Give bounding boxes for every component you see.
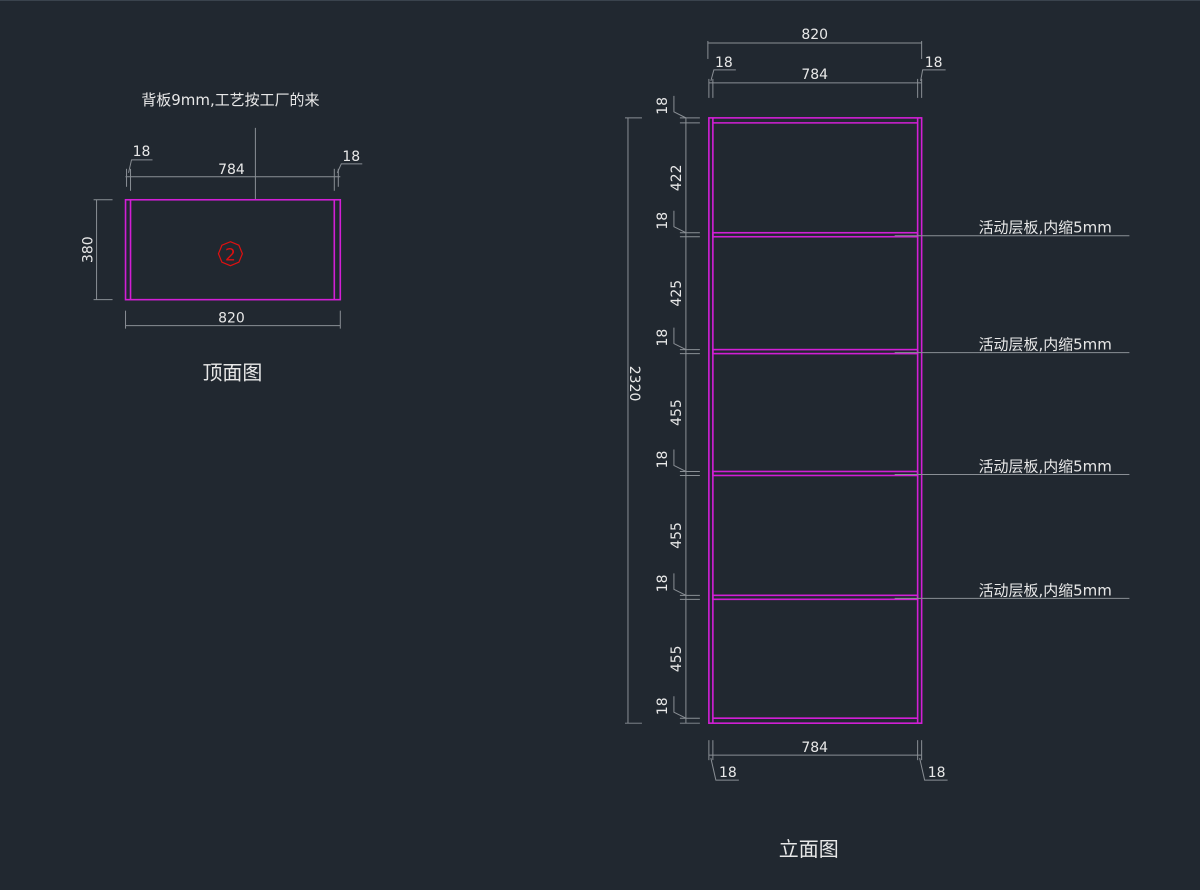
dim-outer-width: 820: [218, 311, 245, 327]
elevation-view: 820 784 18 18 784 18 18 2320 18 422 18 425 1…: [624, 27, 1130, 861]
movable-shelf: [712, 594, 919, 601]
dim-panel-thickness: 18: [655, 97, 671, 115]
top-view-outline: [124, 198, 342, 301]
dim-panel-thickness: 18: [655, 329, 671, 347]
dim-panel-thickness: 18: [655, 212, 671, 230]
elev-dim-bottom-left: 18: [719, 765, 737, 781]
dim-compartment-height: 455: [669, 645, 685, 672]
part-marker-octagon: [217, 241, 244, 267]
back-panel-note: 背板9mm,工艺按工厂的来: [141, 91, 319, 109]
movable-shelf: [712, 231, 919, 238]
dim-panel-thickness: 18: [655, 574, 671, 592]
elev-dim-top-left: 18: [715, 55, 733, 71]
movable-shelf: [712, 348, 919, 355]
dim-inner-width: 784: [218, 162, 245, 178]
elev-dim-bottom-width: 784: [801, 740, 828, 756]
part-number: 2: [225, 246, 236, 266]
elev-dim-inner-width: 784: [801, 67, 828, 83]
shelf-note: 活动层板,内缩5mm: [979, 457, 1112, 475]
dim-left-side: 18: [133, 144, 151, 160]
dim-depth: 380: [81, 236, 97, 263]
shelf-note: 活动层板,内缩5mm: [979, 219, 1112, 237]
elev-dim-top-right: 18: [925, 55, 943, 71]
cabinet-outline: [708, 117, 923, 724]
top-view-title: 顶面图: [202, 361, 262, 385]
elev-dim-bottom-right: 18: [928, 765, 946, 781]
dim-compartment-height: 422: [669, 164, 685, 191]
dim-panel-thickness: 18: [655, 697, 671, 715]
shelf-note: 活动层板,内缩5mm: [979, 581, 1112, 599]
dim-compartment-height: 425: [669, 280, 685, 307]
movable-shelf: [712, 470, 919, 477]
elevation-title: 立面图: [779, 837, 839, 861]
elev-dim-outer-width: 820: [801, 27, 828, 43]
dim-total-height: 2320: [626, 366, 642, 402]
dim-panel-thickness: 18: [655, 451, 671, 469]
shelf-note: 活动层板,内缩5mm: [979, 336, 1112, 354]
top-view: 背板9mm,工艺按工厂的来 2 784 18 18 380 820 顶面图: [81, 91, 363, 385]
dim-right-side: 18: [342, 149, 360, 165]
dim-compartment-height: 455: [669, 522, 685, 549]
dim-compartment-height: 455: [669, 399, 685, 426]
